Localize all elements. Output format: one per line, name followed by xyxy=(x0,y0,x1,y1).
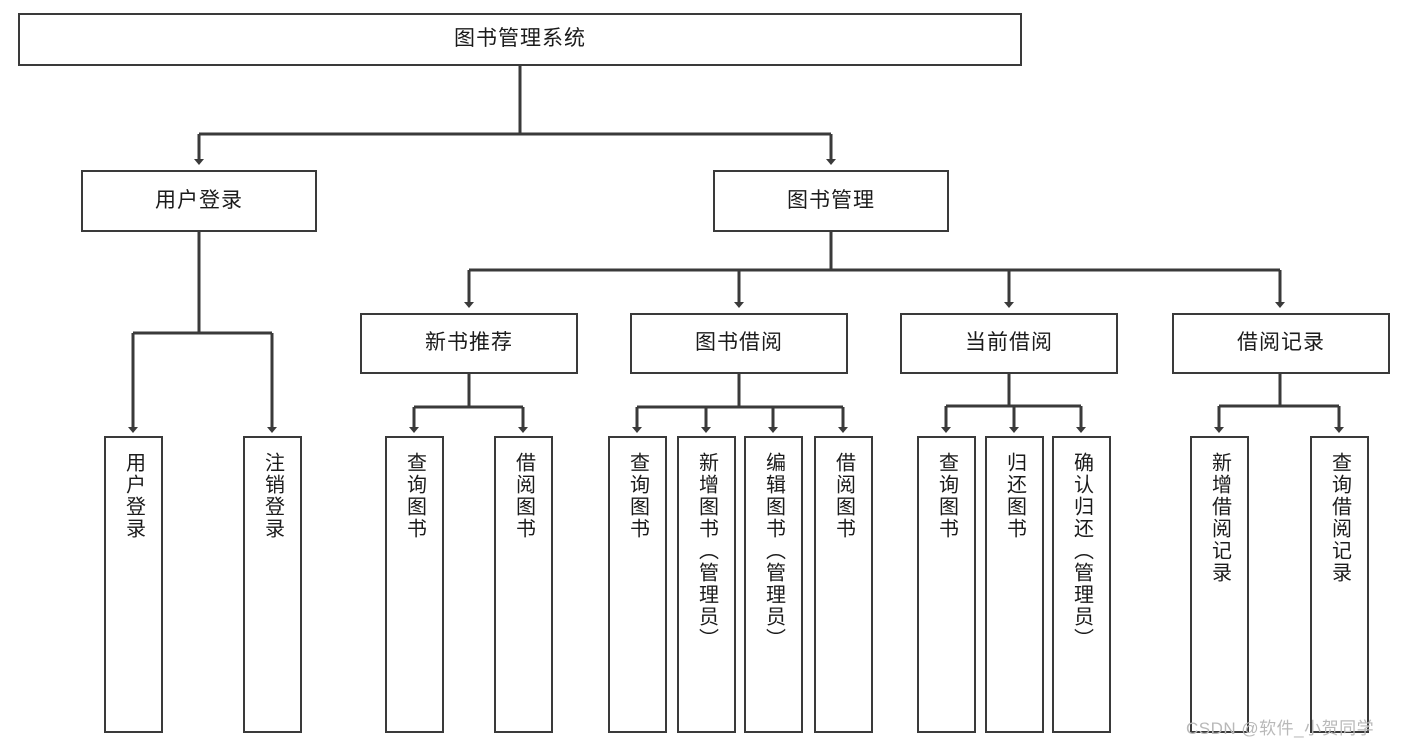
node-label: 借阅记录 xyxy=(1237,331,1325,355)
leaf-recommend-query-book[interactable]: 查询图书 xyxy=(385,436,444,733)
node-book-borrow[interactable]: 图书借阅 xyxy=(630,313,848,374)
leaf-current-return-book[interactable]: 归还图书 xyxy=(985,436,1044,733)
leaf-borrow-borrow-book[interactable]: 借阅图书 xyxy=(814,436,873,733)
leaf-record-query-record[interactable]: 查询借阅记录 xyxy=(1310,436,1369,733)
node-user-login[interactable]: 用户登录 xyxy=(81,170,317,232)
node-label: 用户登录 xyxy=(122,452,145,540)
node-label: 编辑图书（管理员） xyxy=(762,452,785,650)
leaf-record-add-record[interactable]: 新增借阅记录 xyxy=(1190,436,1249,733)
node-label: 图书管理系统 xyxy=(454,27,586,51)
node-label: 新增借阅记录 xyxy=(1208,452,1231,584)
leaf-user-login-signout[interactable]: 注销登录 xyxy=(243,436,302,733)
leaf-current-confirm-return-admin[interactable]: 确认归还（管理员） xyxy=(1052,436,1111,733)
node-label: 新书推荐 xyxy=(425,331,513,355)
node-label: 当前借阅 xyxy=(965,331,1053,355)
node-label: 用户登录 xyxy=(155,188,243,212)
leaf-borrow-add-book-admin[interactable]: 新增图书（管理员） xyxy=(677,436,736,733)
node-label: 图书借阅 xyxy=(695,331,783,355)
node-label: 图书管理 xyxy=(787,188,875,212)
node-label: 注销登录 xyxy=(261,452,284,540)
node-root-system[interactable]: 图书管理系统 xyxy=(18,13,1022,66)
node-label: 新增图书（管理员） xyxy=(695,452,718,650)
node-label: 确认归还（管理员） xyxy=(1070,452,1093,650)
node-book-management[interactable]: 图书管理 xyxy=(713,170,949,232)
leaf-borrow-query-book[interactable]: 查询图书 xyxy=(608,436,667,733)
leaf-current-query-book[interactable]: 查询图书 xyxy=(917,436,976,733)
node-label: 查询借阅记录 xyxy=(1328,452,1351,584)
leaf-user-login-signin[interactable]: 用户登录 xyxy=(104,436,163,733)
node-label: 归还图书 xyxy=(1003,452,1026,540)
node-label: 借阅图书 xyxy=(512,452,535,540)
node-label: 查询图书 xyxy=(403,452,426,540)
node-label: 查询图书 xyxy=(935,452,958,540)
node-borrow-record[interactable]: 借阅记录 xyxy=(1172,313,1390,374)
leaf-recommend-borrow-book[interactable]: 借阅图书 xyxy=(494,436,553,733)
node-new-book-recommend[interactable]: 新书推荐 xyxy=(360,313,578,374)
node-current-borrow[interactable]: 当前借阅 xyxy=(900,313,1118,374)
leaf-borrow-edit-book-admin[interactable]: 编辑图书（管理员） xyxy=(744,436,803,733)
node-label: 借阅图书 xyxy=(832,452,855,540)
node-label: 查询图书 xyxy=(626,452,649,540)
